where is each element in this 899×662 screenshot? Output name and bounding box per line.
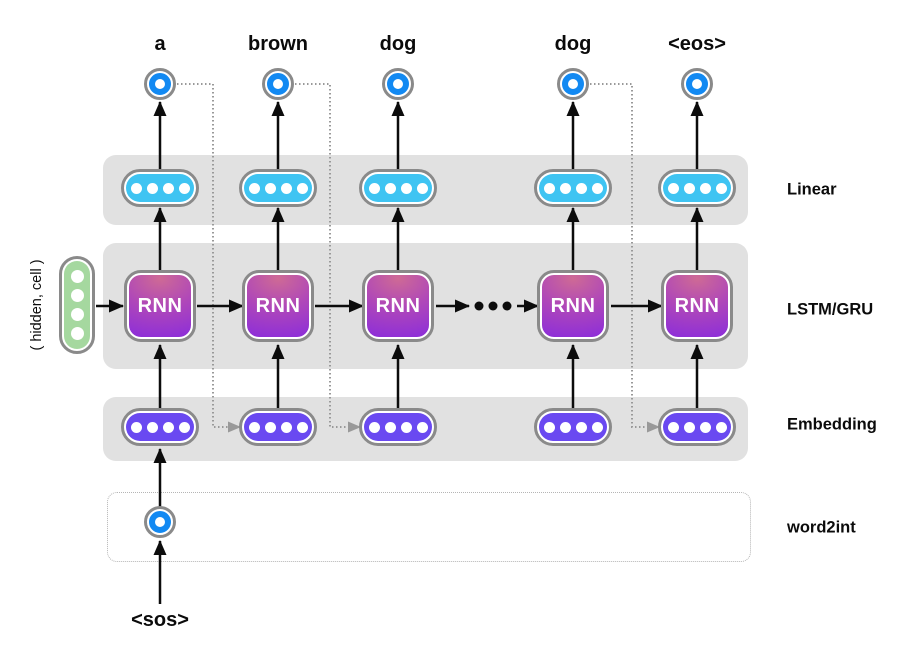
rnn-cell-5: RNN xyxy=(661,270,733,342)
label-linear-layer: Linear xyxy=(787,180,837,199)
rnn-cell-label: RNN xyxy=(542,275,604,337)
embedding-vector-3 xyxy=(359,408,437,446)
token-circle-3 xyxy=(382,68,414,100)
embedding-vector-5 xyxy=(658,408,736,446)
embedding-vector-1 xyxy=(121,408,199,446)
token-circle-2 xyxy=(262,68,294,100)
feedback-arrow-2 xyxy=(295,83,361,433)
label-word2int-layer: word2int xyxy=(787,518,856,537)
ellipsis-dots xyxy=(474,301,512,311)
linear-vector-5 xyxy=(658,169,736,207)
token-circle-1 xyxy=(144,68,176,100)
output-word-4: dog xyxy=(554,33,592,55)
embedding-vector-2 xyxy=(239,408,317,446)
rnn-cell-label: RNN xyxy=(129,275,191,337)
embedding-vector-4 xyxy=(534,408,612,446)
token-circle-ring xyxy=(149,73,171,95)
rnn-cell-label: RNN xyxy=(247,275,309,337)
token-circle-4 xyxy=(557,68,589,100)
token-circle-ring xyxy=(387,73,409,95)
rnn-cell-label: RNN xyxy=(666,275,728,337)
rnn-cell-4: RNN xyxy=(537,270,609,342)
linear-vector-3 xyxy=(359,169,437,207)
rnn-cell-1: RNN xyxy=(124,270,196,342)
rnn-cell-3: RNN xyxy=(362,270,434,342)
output-word-3: dog xyxy=(379,33,417,55)
rnn-cell-2: RNN xyxy=(242,270,314,342)
token-circle-ring xyxy=(267,73,289,95)
word2int-layer-band xyxy=(107,492,751,562)
linear-vector-1 xyxy=(121,169,199,207)
hidden-state-pill xyxy=(59,256,95,354)
output-word-2: brown xyxy=(248,33,308,55)
label-embedding-layer: Embedding xyxy=(787,415,877,434)
feedback-arrow-1 xyxy=(177,83,241,433)
word2int-token-circle xyxy=(144,506,176,538)
token-circle-ring xyxy=(562,73,584,95)
sos-input-label: <sos> xyxy=(131,609,189,631)
feedback-arrow-4 xyxy=(590,83,660,433)
token-circle-5 xyxy=(681,68,713,100)
label-lstm-layer: LSTM/GRU xyxy=(787,300,874,319)
token-circle-ring xyxy=(686,73,708,95)
hidden-cell-label: ( hidden, cell ) xyxy=(29,259,45,351)
linear-vector-4 xyxy=(534,169,612,207)
token-circle-ring xyxy=(149,511,171,533)
output-word-5: <eos> xyxy=(668,33,726,55)
output-word-1: a xyxy=(154,33,166,55)
linear-vector-2 xyxy=(239,169,317,207)
rnn-cell-label: RNN xyxy=(367,275,429,337)
